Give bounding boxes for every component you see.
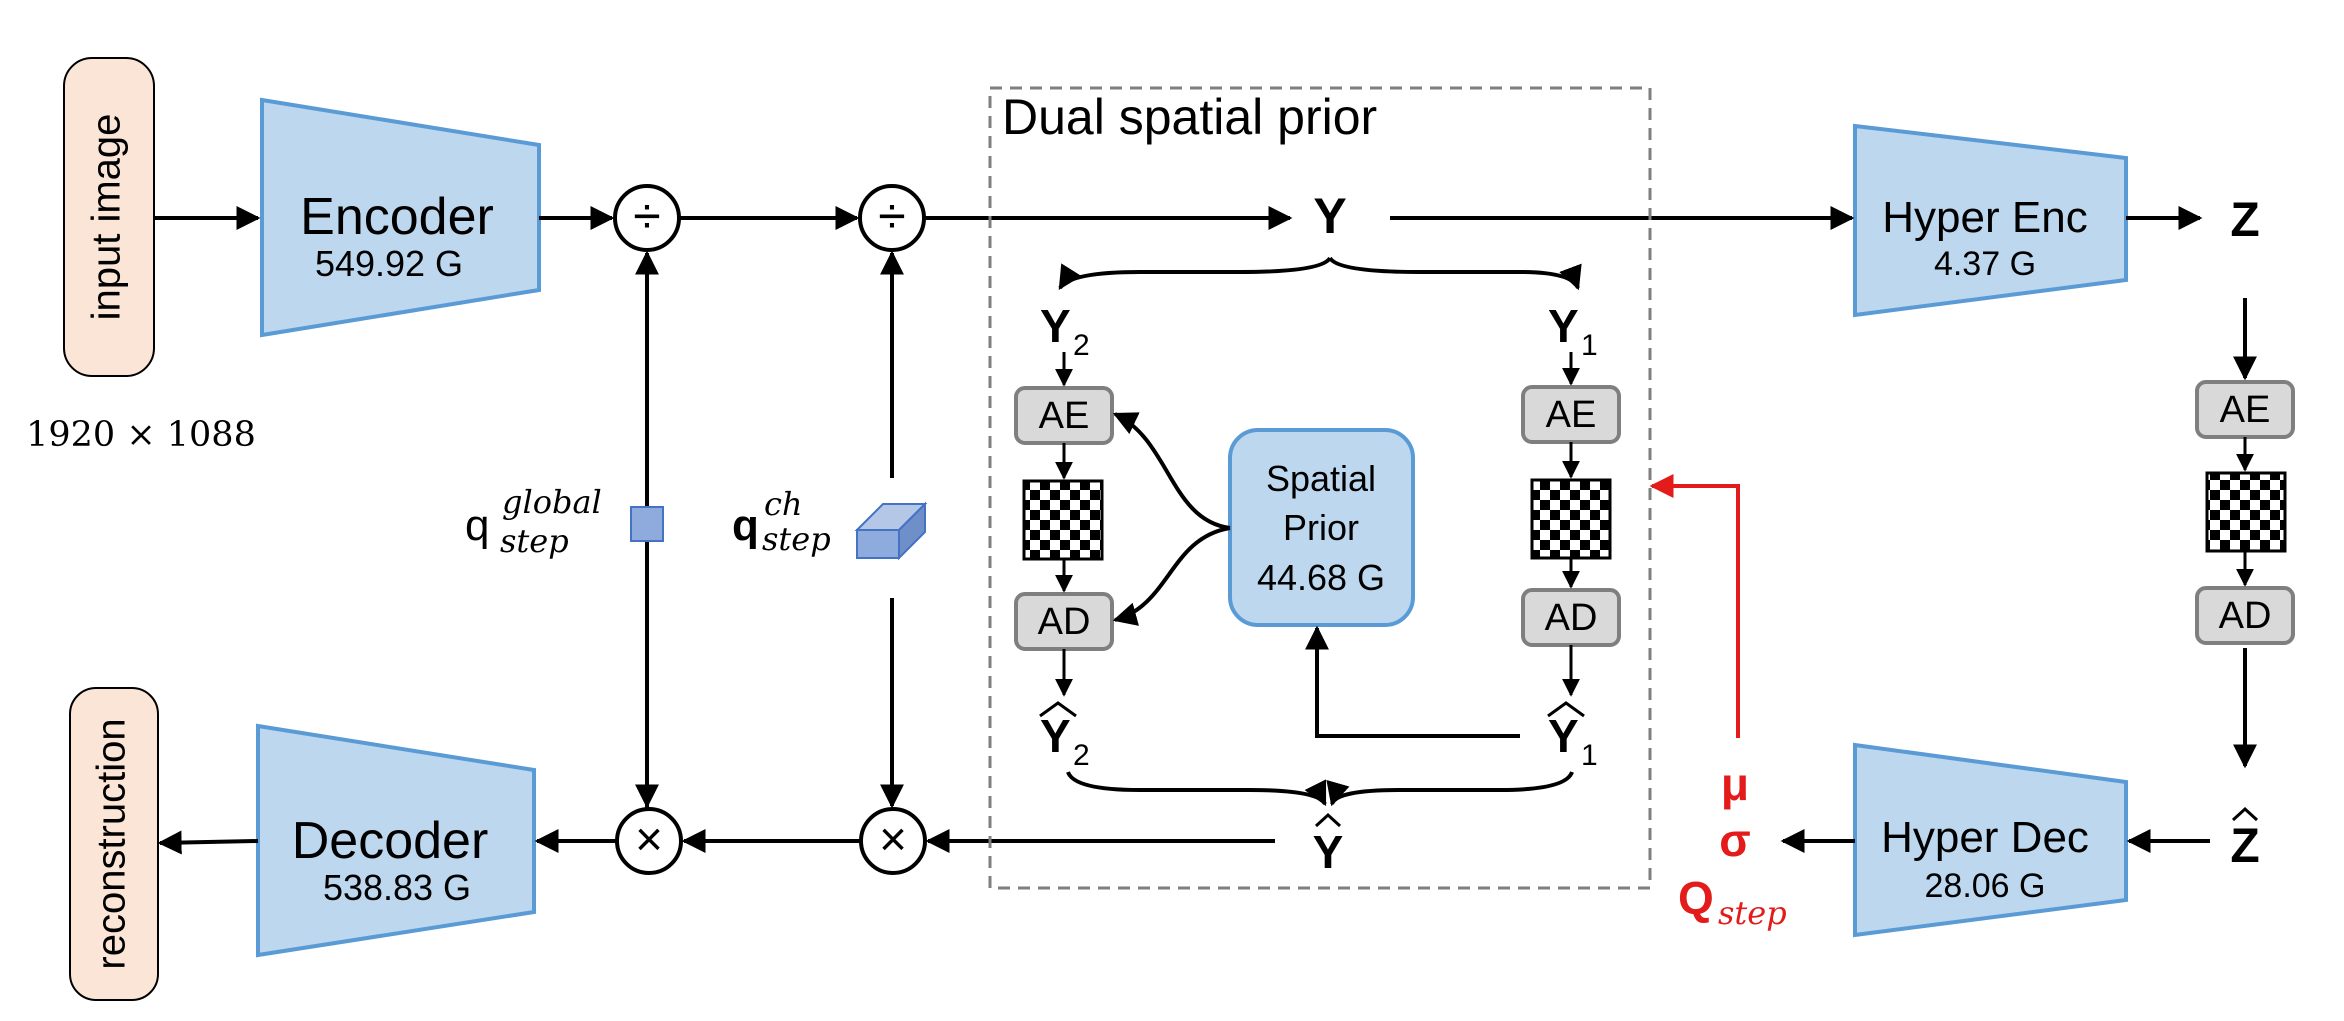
svg-text:Y: Y [1548,710,1579,762]
divide-operator-global: ÷ [613,184,681,252]
hyper-ad-label: AD [2219,595,2272,637]
hyper-decoder-flops: 28.06 G [1925,867,2046,905]
dual-spatial-prior-title: Dual spatial prior [1002,89,1377,145]
input-image-block: input image [63,57,155,377]
encoder-block: Encoder 549.92 G [260,97,541,338]
arrow-decoder-to-reconstruction [157,830,259,855]
spatial-prior-line1: Spatial [1266,458,1376,499]
qstep-channel-sub: step [762,520,831,558]
decoder-flops: 538.83 G [323,867,471,908]
arrow-y1hat-to-prior [1305,625,1520,738]
decoder-label: Decoder [292,812,489,870]
divide-symbol: ÷ [878,188,905,244]
column-arrows [1055,352,1580,697]
y2-hat-label: Y 2 [1039,701,1090,772]
spatial-prior-block: Spatial Prior 44.68 G [1228,428,1415,627]
multiply-symbol: × [879,814,907,867]
hyper-encoder-flops: 4.37 G [1934,245,2036,283]
svg-text:2: 2 [1073,329,1090,362]
qstep-channel-icon [854,501,928,561]
qstep-param-sub: step [1718,894,1787,932]
qstep-param-base: Q [1678,872,1714,924]
svg-text:Y: Y [1040,300,1071,352]
left-ad-label: AD [1038,601,1091,643]
hyper-decoder-label: Hyper Dec [1881,813,2089,862]
svg-text:Y: Y [1548,300,1579,352]
reconstruction-block: reconstruction [69,687,159,1001]
y1-label: Y 1 [1548,300,1598,362]
red-feedback-arrow [1649,474,1740,738]
entropy-parameters: μ σ Q step [1678,758,1787,932]
hyper-entropy-column: AE AD [2195,380,2295,645]
dual-spatial-prior-box: Dual spatial prior [988,86,1652,890]
svg-text:Z: Z [2230,820,2259,873]
right-ad-label: AD [1545,597,1598,639]
svg-text:1: 1 [1581,329,1598,362]
divide-symbol: ÷ [633,188,660,244]
hyper-ae-label: AE [2220,389,2271,431]
qstep-global-sub: step [500,522,569,560]
qstep-global: q global step [465,483,664,560]
input-image-label: input image [85,114,129,321]
hyper-decoder-block: Hyper Dec 28.06 G [1853,742,2128,938]
sigma-label: σ [1719,814,1750,866]
qstep-global-sup: global [502,483,602,521]
right-ae-label: AE [1546,394,1597,436]
divide-operator-channel: ÷ [858,184,926,252]
left-checkerboard-icon [1022,479,1104,561]
svg-text:2: 2 [1073,739,1090,772]
spatial-prior-line2: Prior [1283,507,1359,548]
svg-text:1: 1 [1581,739,1598,772]
hyper-checkerboard-icon [2205,471,2287,553]
resolution-label: 1920 × 1088 [26,415,256,455]
qstep-channel-base: q [732,501,759,550]
arrow-prior-to-left-ae [1112,412,1231,530]
y2-label: Y 2 [1040,300,1090,362]
hyper-encoder-block: Hyper Enc 4.37 G [1853,123,2128,318]
mu-label: μ [1721,758,1749,810]
y-hat-label: Y [1313,812,1344,878]
right-checkerboard-icon [1530,478,1612,560]
merge-brace [1066,771,1574,807]
qstep-global-icon [630,506,664,542]
multiply-operator-global: × [615,807,683,875]
svg-text:Y: Y [1313,826,1344,878]
split-brace [1058,256,1582,291]
qstep-channel: q ch step [732,485,928,561]
left-ae-label: AE [1039,395,1090,437]
right-entropy-column: AE AD [1521,385,1621,647]
multiply-operator-channel: × [859,807,927,875]
encoder-label: Encoder [300,188,494,246]
encoder-flops: 549.92 G [315,243,463,284]
y1-hat-label: Y 1 [1547,701,1598,772]
z-label: Z [2230,194,2259,247]
qstep-global-base: q [465,501,489,550]
multiply-symbol: × [635,814,663,867]
hyper-encoder-label: Hyper Enc [1882,193,2087,242]
arrow-prior-to-left-ad [1112,526,1231,626]
hyper-ad-box [2195,586,2295,645]
reconstruction-label: reconstruction [90,718,134,969]
y-label: Y [1313,188,1346,244]
decoder-block: Decoder 538.83 G [256,723,536,958]
left-entropy-column: AE AD [1014,386,1114,651]
spatial-prior-flops: 44.68 G [1257,557,1385,598]
svg-text:Y: Y [1040,710,1071,762]
spatial-prior-arrows [1112,412,1520,738]
qstep-channel-sup: ch [764,485,803,523]
z-hat-label: Z [2230,806,2260,873]
